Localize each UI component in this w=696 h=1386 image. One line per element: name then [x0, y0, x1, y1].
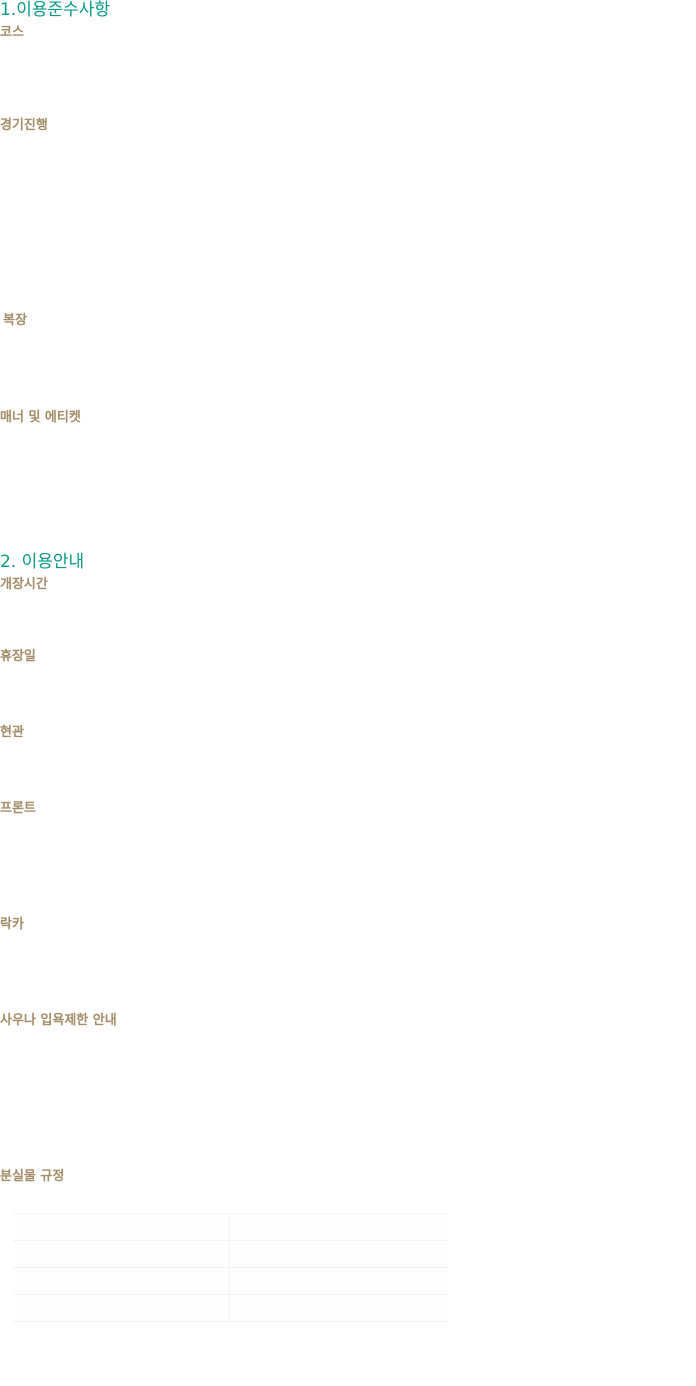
table-cell	[13, 1267, 230, 1295]
subheading-lost-and-found: 분실물 규정	[0, 1169, 65, 1184]
table-cell	[229, 1240, 448, 1268]
subheading-closed-days: 휴장일	[0, 649, 36, 664]
subheading-entrance: 현관	[0, 725, 24, 740]
subheading-opening-hours: 개장시간	[0, 577, 48, 592]
subheading-game-progress: 경기진행	[0, 118, 48, 133]
table-cell	[13, 1294, 230, 1322]
table-row	[13, 1294, 448, 1322]
subheading-dress-code: 복장	[3, 313, 27, 328]
table-row	[13, 1267, 448, 1295]
table-row	[13, 1213, 448, 1241]
section-title-usage-rules: 1.이용준수사항	[0, 0, 111, 20]
table-cell	[13, 1213, 230, 1241]
subheading-front-desk: 프론트	[0, 801, 36, 816]
table-cell	[13, 1240, 230, 1268]
subheading-manners-etiquette: 매너 및 에티켓	[0, 410, 81, 425]
table-cell	[229, 1294, 448, 1322]
subheading-sauna-restrictions: 사우나 입욕제한 안내	[0, 1013, 117, 1028]
subheading-locker: 락카	[0, 917, 24, 932]
section-title-usage-guide: 2. 이용안내	[0, 552, 85, 572]
table-cell	[229, 1213, 448, 1241]
lost-and-found-table	[13, 1213, 448, 1322]
table-row	[13, 1240, 448, 1268]
subheading-course: 코스	[0, 25, 24, 40]
table-cell	[229, 1267, 448, 1295]
